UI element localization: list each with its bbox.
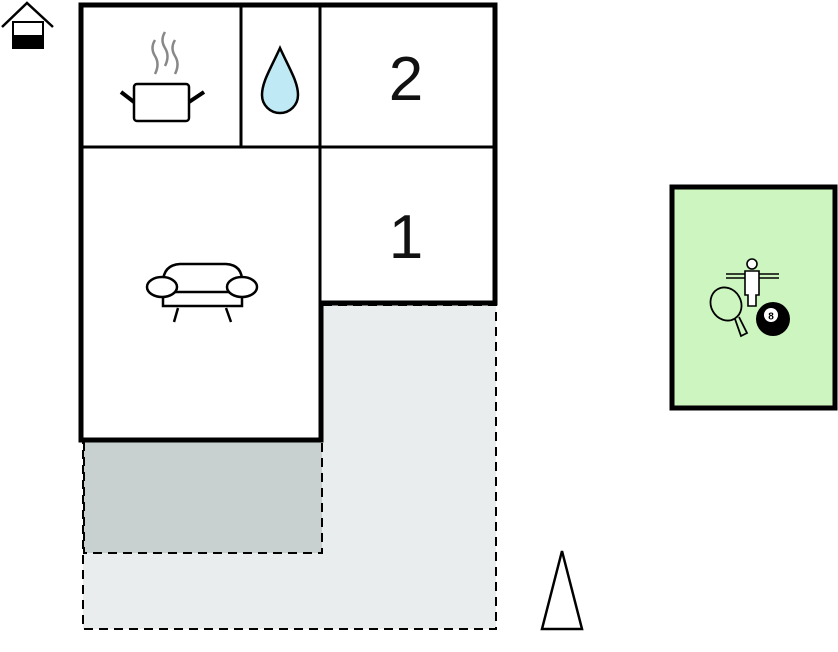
interior-walls bbox=[81, 5, 495, 303]
billiard-ball-icon: 8 bbox=[756, 302, 790, 336]
foosball-figure-icon bbox=[726, 258, 779, 307]
room-label-1: 1 bbox=[389, 203, 423, 272]
room-label-2: 2 bbox=[389, 45, 423, 114]
covered-terrace bbox=[83, 440, 323, 554]
north-arrow-icon bbox=[540, 550, 584, 631]
ping-pong-paddle-icon bbox=[709, 286, 749, 338]
house-icon bbox=[1, 1, 54, 49]
sofa-icon bbox=[145, 262, 259, 323]
ball-number: 8 bbox=[768, 312, 774, 323]
water-drop-icon bbox=[260, 44, 300, 115]
kitchen-pot-icon bbox=[119, 31, 206, 123]
